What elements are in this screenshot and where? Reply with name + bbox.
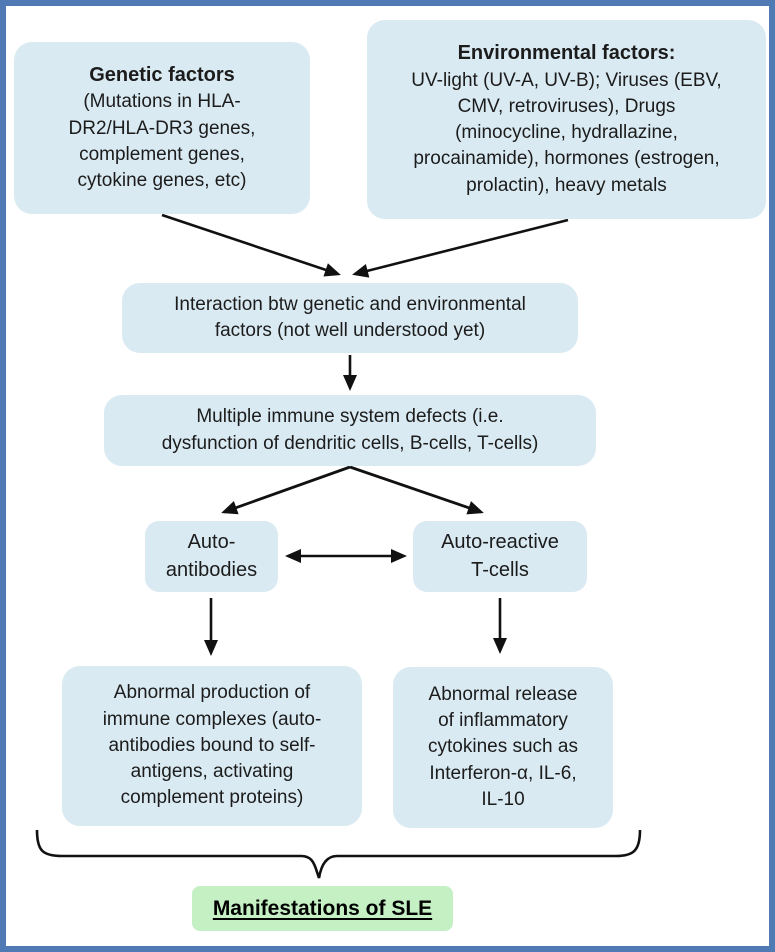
node-autoantibodies: Auto- antibodies xyxy=(145,521,278,592)
cytokine-release-text: Abnormal release of inflammatory cytokin… xyxy=(428,683,578,810)
arrow-defects-to-autoantibodies xyxy=(221,465,351,515)
brace-to-manifestations xyxy=(35,829,642,879)
arrow-defects-to-tcells xyxy=(349,465,484,515)
arrow-genetic-to-interaction xyxy=(161,213,341,277)
manifestations-label: Manifestations of SLE xyxy=(212,896,433,920)
environmental-factors-title: Environmental factors: xyxy=(457,42,676,65)
autoantibodies-text: Auto- antibodies xyxy=(165,530,258,581)
node-autoreactive-tcells: Auto-reactive T-cells xyxy=(413,521,587,592)
node-interaction: Interaction btw genetic and environmenta… xyxy=(122,283,578,353)
genetic-factors-text: (Mutations in HLA- DR2/HLA-DR3 genes, co… xyxy=(68,91,256,192)
node-manifestations-of-sle: Manifestations of SLE xyxy=(192,886,453,931)
genetic-factors-title: Genetic factors xyxy=(89,63,235,86)
autoreactive-tcells-text: Auto-reactive T-cells xyxy=(441,530,559,581)
node-immune-complexes: Abnormal production of immune complexes … xyxy=(62,666,362,826)
node-cytokine-release: Abnormal release of inflammatory cytokin… xyxy=(393,667,613,828)
node-genetic-factors: Genetic factors (Mutations in HLA- DR2/H… xyxy=(14,42,310,214)
node-environmental-factors: Environmental factors: UV-light (UV-A, U… xyxy=(367,20,766,219)
arrow-environmental-to-interaction xyxy=(352,218,569,278)
interaction-text: Interaction btw genetic and environmenta… xyxy=(174,293,526,341)
immune-defects-text: Multiple immune system defects (i.e. dys… xyxy=(161,406,539,454)
node-immune-defects: Multiple immune system defects (i.e. dys… xyxy=(104,395,596,466)
immune-complexes-text: Abnormal production of immune complexes … xyxy=(102,682,322,809)
environmental-factors-text: UV-light (UV-A, UV-B); Viruses (EBV, CMV… xyxy=(411,69,722,196)
